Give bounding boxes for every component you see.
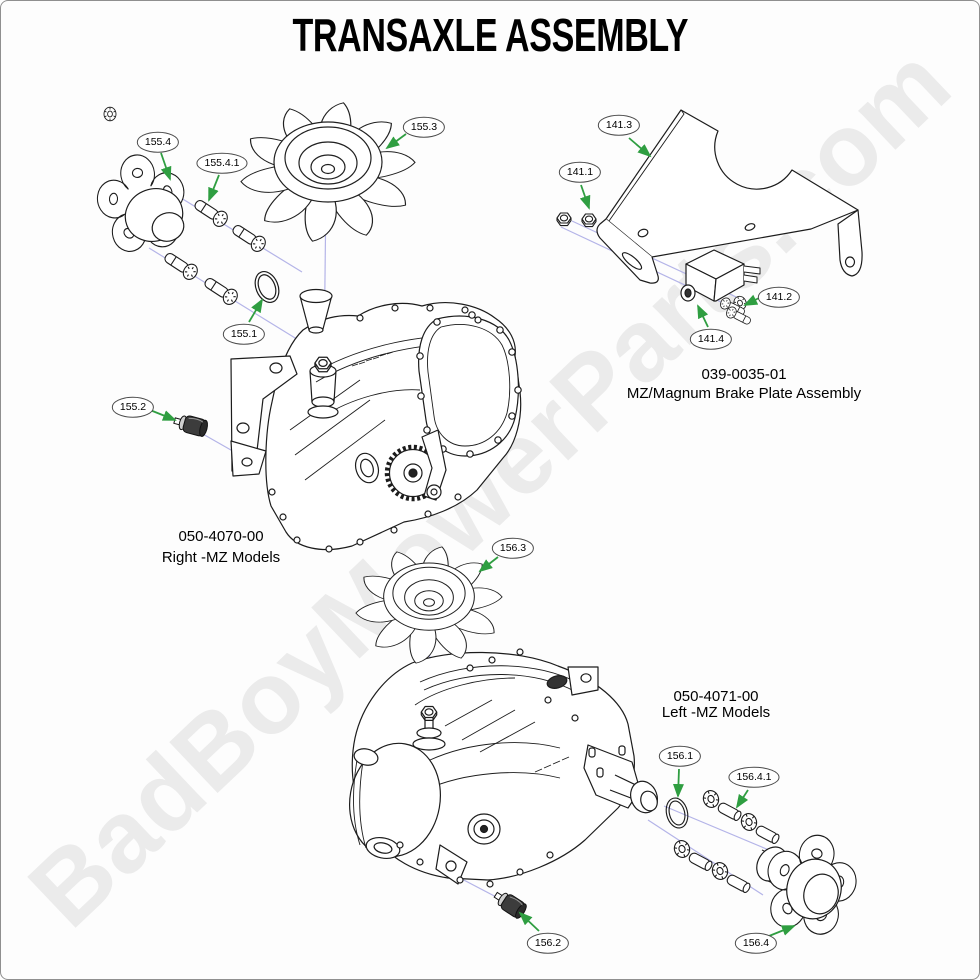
hub-bolt-4 <box>201 273 241 308</box>
dome-housing <box>348 742 442 860</box>
housing-bolts <box>268 304 482 553</box>
callout-141-1: 141.1 <box>558 161 602 183</box>
callout-156-3: 156.3 <box>491 537 535 559</box>
left-transaxle-caption: 050-4071-00 Left -MZ Models <box>662 689 770 721</box>
o-ring-156-1 <box>662 795 692 831</box>
left-transaxle-drawing <box>348 648 658 888</box>
right-transaxle-part-number: 050-4070-00 <box>178 528 264 545</box>
fan-156-3 <box>356 544 502 666</box>
brake-plate-caption: 039-0035-01 MZ/Magnum Brake Plate Assemb… <box>627 365 861 403</box>
right-transaxle-caption: 050-4070-00 Right -MZ Models <box>162 526 280 568</box>
plug-155-2 <box>171 411 210 438</box>
brake-plate-drawing <box>556 109 863 328</box>
mounting-bracket <box>230 355 298 477</box>
axle-output <box>583 744 658 814</box>
callout-141-4: 141.4 <box>689 328 733 350</box>
callout-156-1: 156.1 <box>658 745 702 767</box>
stud-and-nut <box>412 705 446 751</box>
small-washer <box>103 106 117 122</box>
idler-pulley <box>467 813 501 845</box>
callout-155-1: 155.1 <box>222 323 266 345</box>
callout-141-2: 141.2 <box>757 286 801 308</box>
cover-bolts <box>416 311 522 458</box>
callout-156-2: 156.2 <box>526 932 570 954</box>
brake-switch <box>680 249 761 302</box>
page-title: TRANSAXLE ASSEMBLY <box>0 8 980 62</box>
hub-spacer-2 <box>754 823 781 846</box>
right-transaxle-drawing <box>230 288 522 553</box>
hub-bolt-3 <box>161 248 201 283</box>
callout-155-3: 155.3 <box>402 116 446 138</box>
hub-washer-3 <box>671 837 693 861</box>
nut-141-1b <box>581 213 597 228</box>
hub-washer-1 <box>700 787 722 811</box>
sprocket <box>384 429 447 502</box>
housing-bolts <box>396 648 579 888</box>
right-flange <box>837 209 863 277</box>
right-transaxle-label: Right -MZ Models <box>161 549 281 566</box>
hub-washer-2 <box>738 810 760 834</box>
callout-141-3: 141.3 <box>597 114 641 136</box>
page-title-text: TRANSAXLE ASSEMBLY <box>292 9 688 61</box>
left-transaxle-part-number: 050-4071-00 <box>673 688 759 705</box>
callout-155-4-1: 155.4.1 <box>196 152 248 174</box>
brake-shaft-stack <box>307 356 339 419</box>
input-cone <box>299 288 333 334</box>
fan-155-3 <box>241 100 415 245</box>
brake-plate-label: MZ/Magnum Brake Plate Assembly <box>626 385 862 402</box>
brake-plate-part-number: 039-0035-01 <box>701 366 787 383</box>
callout-arrows <box>149 133 796 937</box>
callout-155-4: 155.4 <box>136 131 180 153</box>
callout-155-2: 155.2 <box>111 396 155 418</box>
right-hub-kit-drawing <box>91 106 284 308</box>
nut-141-1a <box>556 212 572 227</box>
hub-bolt-2 <box>229 220 269 255</box>
callout-156-4-1: 156.4.1 <box>728 766 780 788</box>
o-ring-155-1 <box>250 267 284 307</box>
hub-bolt-1 <box>191 195 231 230</box>
left-hub-kit-drawing <box>662 787 865 941</box>
left-transaxle-label: Left -MZ Models <box>661 704 771 721</box>
hub-spacer-4 <box>725 872 752 895</box>
front-flange <box>596 218 659 284</box>
hub-washer-4 <box>709 859 731 883</box>
side-cover-plate <box>416 311 522 458</box>
callout-156-4: 156.4 <box>734 932 778 954</box>
